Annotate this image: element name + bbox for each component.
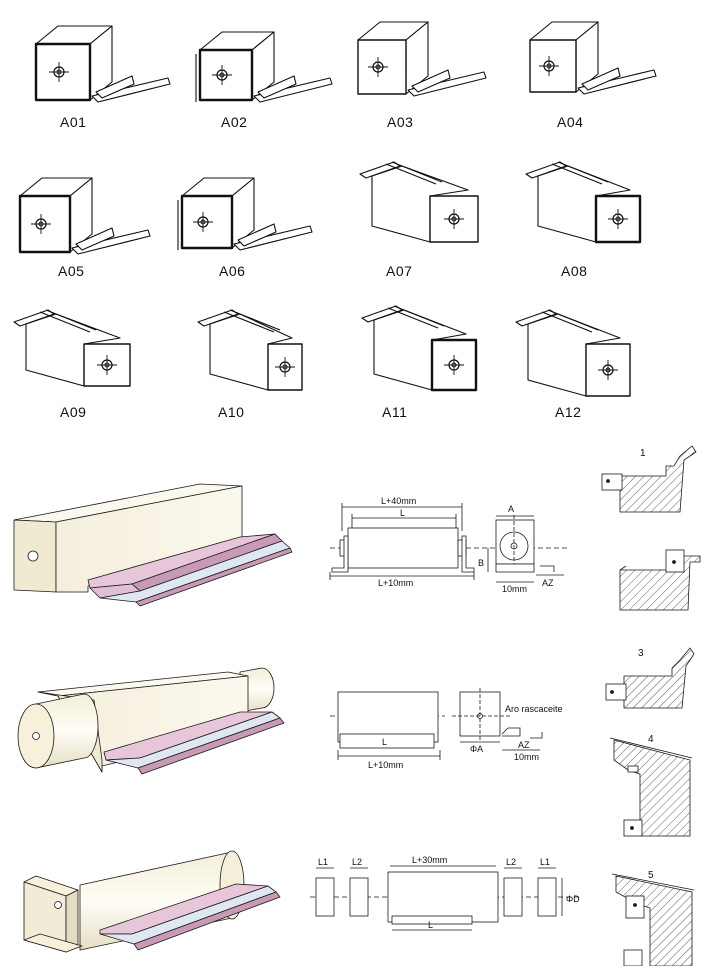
- tech-drawing-row-2: [330, 688, 543, 760]
- config-icon-a03: [357, 21, 487, 97]
- config-icon-a07: [359, 161, 479, 243]
- config-icon-a02: [195, 31, 333, 103]
- illustration-end-plate-scraper-3: [23, 850, 281, 953]
- tech-drawing-row-1: [329, 503, 570, 583]
- section-number-5: 5: [648, 870, 654, 881]
- dim-l-row2: L: [382, 737, 387, 747]
- dim-l-plus-40: L+40mm: [381, 496, 416, 506]
- config-icon-a10: [197, 309, 303, 391]
- config-label-a09: A09: [60, 404, 87, 420]
- dim-az-row2: AZ: [518, 740, 530, 750]
- config-label-a06: A06: [219, 263, 246, 279]
- dim-aro-rascaceite: Aro rascaceite: [505, 704, 563, 714]
- dim-l2-left: L2: [352, 857, 362, 867]
- dim-l-row1: L: [400, 508, 405, 518]
- dim-l-plus-10-row2: L+10mm: [368, 760, 403, 770]
- config-icon-a09: [13, 309, 131, 387]
- config-label-a11: A11: [382, 404, 408, 420]
- config-icon-a06: [177, 177, 313, 251]
- config-label-a10: A10: [218, 404, 245, 420]
- illustration-roll-scraper-2: [17, 667, 285, 775]
- config-label-a01: A01: [60, 114, 87, 130]
- section-detail-5: [611, 873, 695, 967]
- config-label-a12: A12: [555, 404, 582, 420]
- illustration-box-scraper-1: [13, 483, 293, 607]
- config-label-a04: A04: [557, 114, 584, 130]
- section-detail-4: [609, 737, 693, 837]
- dim-l2-right: L2: [506, 857, 516, 867]
- config-label-a03: A03: [387, 114, 414, 130]
- config-icon-a04: [529, 21, 657, 95]
- config-label-a02: A02: [221, 114, 248, 130]
- section-number-1: 1: [640, 448, 646, 459]
- dim-10mm-row1: 10mm: [502, 584, 527, 594]
- dim-l-plus-30: L+30mm: [412, 855, 447, 865]
- dim-az-row1: AZ: [542, 578, 554, 588]
- config-icon-a05: [18, 177, 151, 255]
- config-label-a08: A08: [561, 263, 588, 279]
- tech-drawing-row-3: [310, 865, 580, 931]
- dim-10mm-row2: 10mm: [514, 752, 539, 762]
- section-detail-2: [619, 549, 701, 611]
- section-numbers: 1 3 4 5: [638, 448, 654, 881]
- scraper-configurations-grid: [13, 21, 657, 397]
- section-number-3: 3: [638, 648, 644, 659]
- dim-phi-d: ΦD: [566, 894, 580, 904]
- dim-l1-left: L1: [318, 857, 328, 867]
- config-label-a05: A05: [58, 263, 85, 279]
- dim-l1-right: L1: [540, 857, 550, 867]
- config-icon-a12: [515, 309, 631, 397]
- dim-l-plus-10-row1: L+10mm: [378, 578, 413, 588]
- dim-phi-a: ΦA: [470, 744, 483, 754]
- section-detail-3: [605, 647, 695, 709]
- config-icon-a08: [525, 161, 642, 244]
- config-icon-a01: [34, 25, 171, 103]
- config-icon-a11: [361, 305, 478, 392]
- dim-b: B: [478, 558, 484, 568]
- dim-a: A: [508, 504, 514, 514]
- section-number-4: 4: [648, 734, 654, 745]
- config-label-a07: A07: [386, 263, 413, 279]
- section-detail-1: [601, 445, 697, 513]
- dimension-labels: L+40mm L L+10mm A B 10mm AZ L L+10mm Aro…: [318, 496, 580, 930]
- dim-l-row3: L: [428, 920, 433, 930]
